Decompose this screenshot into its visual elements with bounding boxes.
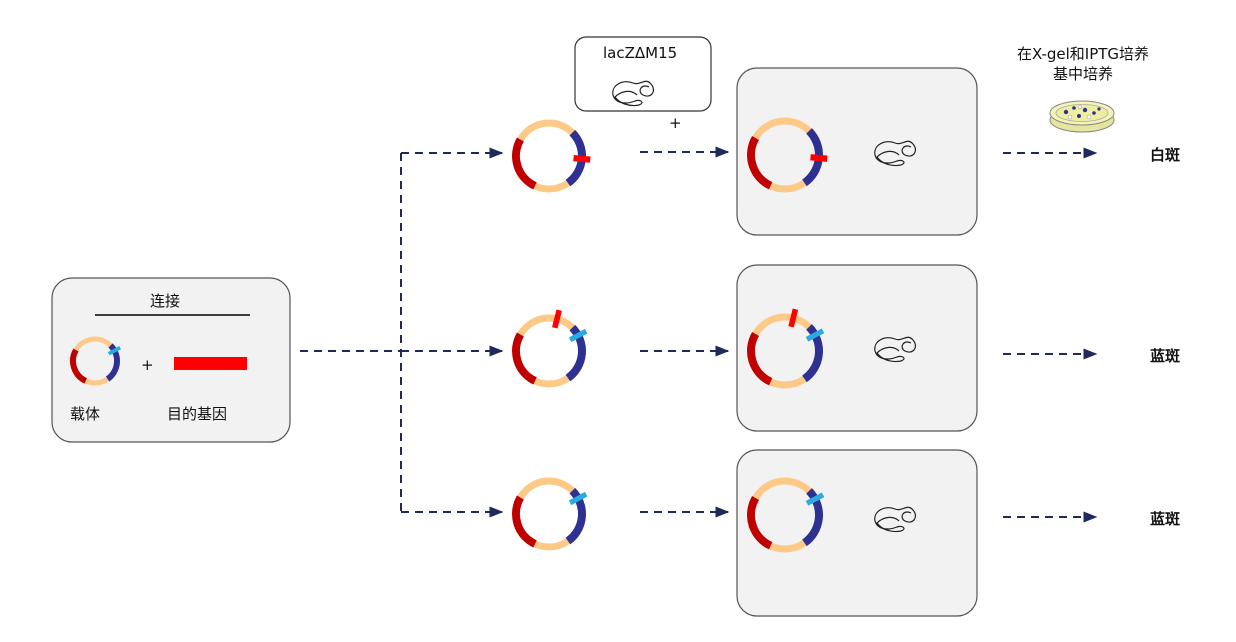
- insert-outside-lacz-mark: [552, 309, 562, 329]
- chromosome-icons: [612, 80, 917, 533]
- recombinant-plasmid-insert-outside-lacz: [512, 309, 588, 388]
- result-blue-colony-2: 蓝斑: [1150, 510, 1181, 528]
- cloning-site-mark: [568, 491, 588, 506]
- cell-plasmid-insert-in-lacz: [747, 117, 828, 193]
- empty-vector-plasmid: [512, 477, 588, 551]
- culture-condition: 在X-gel和IPTG培养 基中培养: [1008, 44, 1158, 84]
- insert-in-lacz-mark: [573, 155, 591, 163]
- marker-gene-segment: [747, 496, 773, 550]
- insert-in-lacz-mark: [810, 154, 828, 162]
- dashed-connectors: [300, 146, 1098, 523]
- lacz-segment: [565, 324, 586, 382]
- ligation-title: 连接: [150, 292, 181, 310]
- cell-box-1: [736, 67, 978, 236]
- marker-gene-segment: [747, 332, 773, 386]
- host-strain-box: [574, 36, 712, 112]
- cloning-site-mark: [805, 328, 825, 342]
- cell-box-2: [736, 264, 978, 432]
- marker-gene-segment: [747, 136, 773, 190]
- result-blue-colony-1: 蓝斑: [1150, 347, 1181, 365]
- cell-plasmid-empty-vector: [747, 477, 825, 553]
- cell-plasmid-insert-outside-lacz: [747, 308, 825, 389]
- lacz-segment: [105, 343, 120, 382]
- cloning-site-mark: [107, 345, 122, 356]
- target-gene-label: 目的基因: [167, 405, 228, 423]
- marker-gene-segment: [70, 348, 88, 384]
- marker-gene-segment: [512, 137, 537, 190]
- ligation-plus: +: [141, 356, 154, 374]
- vector-label: 载体: [70, 405, 101, 423]
- lacz-segment: [802, 324, 823, 383]
- marker-gene-segment: [512, 332, 537, 385]
- petri-dish-icon: [1049, 100, 1115, 133]
- result-white-colony: 白斑: [1150, 146, 1181, 164]
- culture-condition-line1: 在X-gel和IPTG培养: [1016, 45, 1150, 63]
- chromosome-icon: [874, 336, 917, 363]
- lacz-segment: [802, 488, 823, 547]
- cloning-site-mark: [805, 492, 825, 506]
- host-strain-label: lacZΔM15: [603, 44, 678, 62]
- marker-gene-segment: [512, 495, 537, 548]
- cell-box-3: [736, 449, 978, 617]
- insert-gene-bar: [174, 357, 247, 370]
- chromosome-icon: [874, 506, 917, 533]
- lacz-segment: [565, 487, 586, 545]
- insert-outside-lacz-mark: [788, 308, 799, 328]
- ligation-box: [51, 277, 291, 443]
- chromosome-icon: [612, 80, 655, 107]
- culture-condition-line2: 基中培养: [1052, 65, 1113, 83]
- host-plus: +: [669, 114, 682, 132]
- vector-plasmid: [70, 336, 122, 386]
- cloning-site-mark: [568, 328, 588, 343]
- chromosome-icon: [874, 140, 917, 167]
- recombinant-plasmid-insert-in-lacz: [512, 119, 591, 193]
